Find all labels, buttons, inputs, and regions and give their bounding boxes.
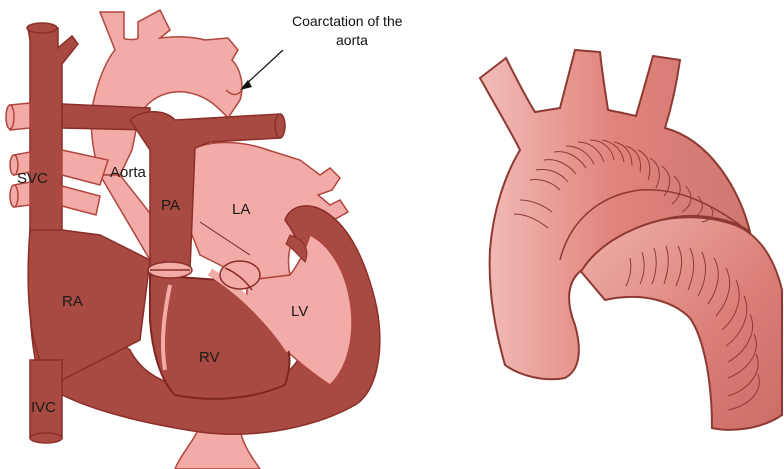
label-lv: LV xyxy=(291,303,308,320)
heart-diagram: SVC Aorta PA LA RA LV RV IVC xyxy=(6,10,380,469)
label-la: LA xyxy=(232,201,250,218)
descending-aorta-tube xyxy=(578,217,782,430)
label-aorta: Aorta xyxy=(110,164,147,181)
callout-line-1: Coarctation of the xyxy=(292,13,403,29)
pulmonary-valve xyxy=(148,262,192,278)
label-svc: SVC xyxy=(17,170,48,187)
coarctation-callout: Coarctation of the aorta xyxy=(240,13,403,90)
callout-arrow xyxy=(244,50,283,86)
aortic-valve xyxy=(220,261,260,290)
label-rv: RV xyxy=(199,349,220,366)
callout-line-2: aorta xyxy=(336,32,368,48)
label-pa: PA xyxy=(161,197,180,214)
enlarged-aorta-illustration xyxy=(480,50,782,430)
label-ivc: IVC xyxy=(31,399,56,416)
label-ra: RA xyxy=(62,293,83,310)
superior-vena-cava xyxy=(27,23,78,250)
